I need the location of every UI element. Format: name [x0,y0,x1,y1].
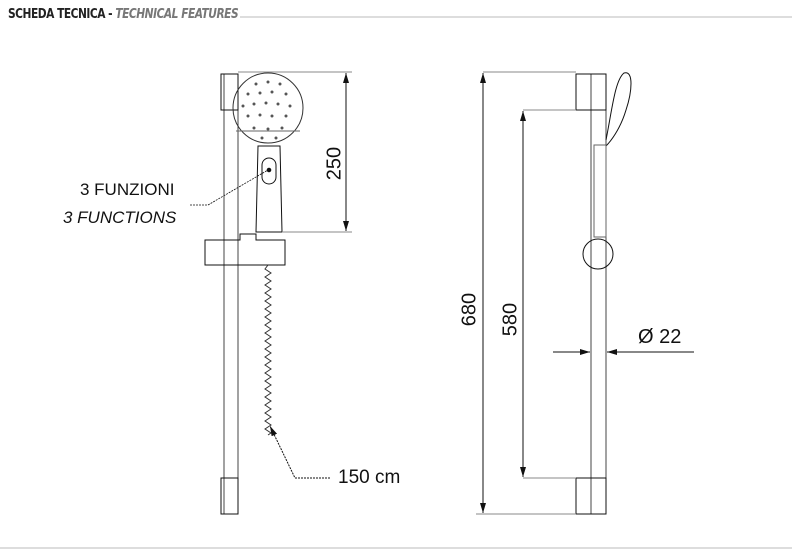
dim-580-label: 580 [499,302,522,337]
hose [264,264,272,436]
hose-leader [269,425,330,479]
bar-top-cap [220,73,239,111]
sheet-title: SCHEDA TECNICA - TECHNICAL FEATURES [8,7,239,22]
side-bar [590,73,607,515]
functions-label-it: 3 FUNZIONI [80,180,175,199]
function-button [261,157,277,185]
spray-nozzles [241,80,292,140]
handle [255,145,283,233]
side-top-cap [575,73,607,111]
hose-length-label: 150 cm [338,467,401,488]
front-view [190,71,352,515]
side-view [476,71,694,515]
shower-head [232,72,304,144]
slide-bar [223,73,239,515]
functions-label-en: 3 FUNCTIONS [63,208,177,227]
head-profile [605,72,632,147]
shower-holder [204,233,286,266]
bar-bottom-cap [220,477,239,515]
title-english: TECHNICAL FEATURES [115,7,239,22]
side-bottom-cap [575,477,607,515]
button-dot [266,167,272,173]
dim-250-label: 250 [323,146,346,181]
functions-leader [190,169,269,206]
holder-knob [582,238,614,270]
dim-diameter-label: Ø 22 [638,326,682,348]
title-italian: SCHEDA TECNICA - [8,7,113,22]
handle-profile [593,144,607,238]
dim-680-label: 680 [458,292,481,327]
